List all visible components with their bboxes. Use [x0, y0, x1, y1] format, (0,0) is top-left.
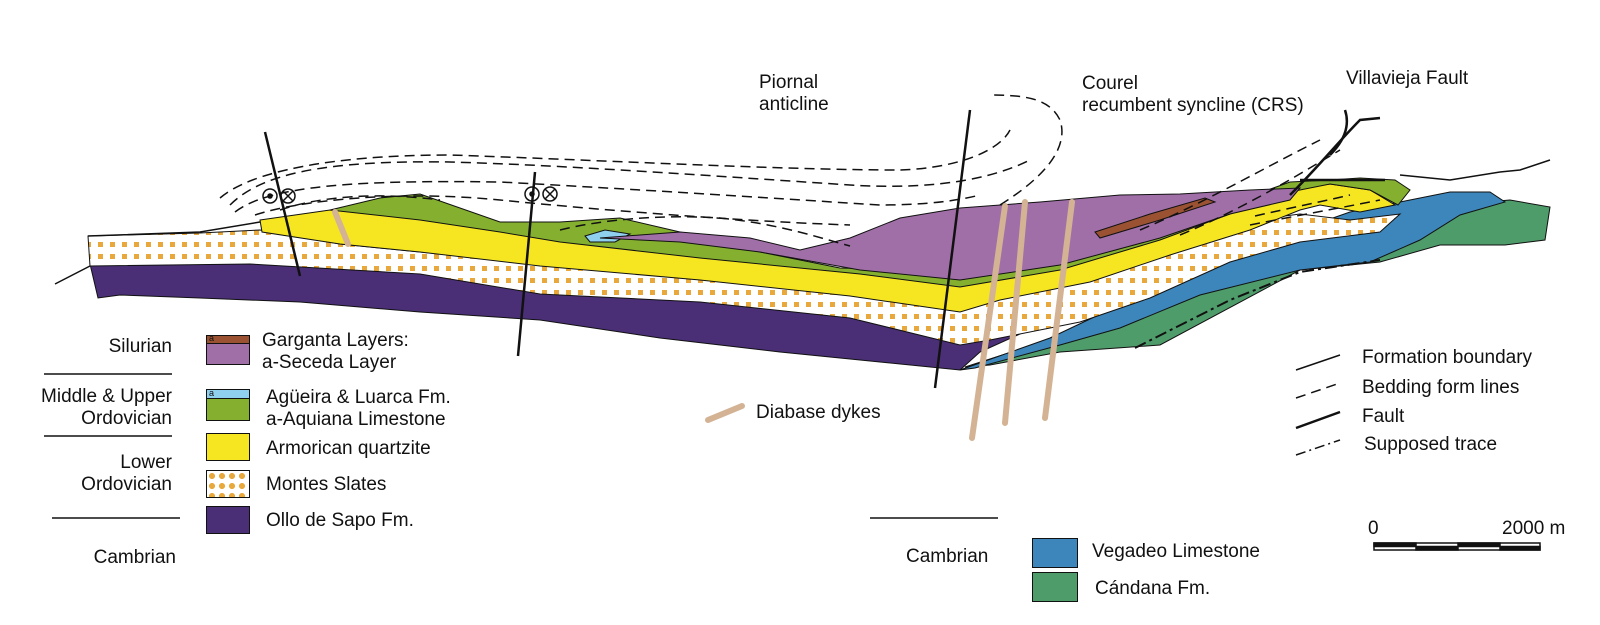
- fault-motion-symbols: [262, 186, 558, 204]
- unit-ollo-label: Ollo de Sapo Fm.: [266, 510, 414, 531]
- bedding-form-lines-label: Bedding form lines: [1362, 377, 1520, 398]
- bedding-form-lines: [219, 94, 1381, 247]
- scale-end-label: 2000 m: [1502, 518, 1566, 539]
- line-legend-samples: [705, 354, 1341, 456]
- bedding-form-sample: [1295, 382, 1341, 399]
- scale-bar: [1373, 542, 1541, 551]
- swatch-garganta: a: [206, 333, 250, 365]
- age-lower-ordovician: Lower Ordovician: [81, 452, 172, 495]
- piornal-anticline-label: Piornal anticline: [759, 72, 829, 115]
- age-silurian: Silurian: [108, 336, 172, 357]
- swatch-aquiana-strip: a: [207, 388, 249, 399]
- courel-syncline-label: Courel recumbent syncline (CRS): [1082, 73, 1304, 116]
- diabase-sample: [705, 403, 745, 423]
- formation-boundary-sample: [1295, 354, 1341, 371]
- supposed-trace-label: Supposed trace: [1364, 434, 1498, 455]
- supposed-trace-sample: [1295, 439, 1341, 456]
- formation-boundary-label: Formation boundary: [1362, 347, 1533, 368]
- scale-start-label: 0: [1368, 518, 1379, 539]
- unit-candana-label: Cándana Fm.: [1095, 578, 1211, 599]
- villavieja-fault: [1289, 116, 1381, 196]
- age-middle-upper-ordovician: Middle & Upper Ordovician: [41, 386, 172, 429]
- unit-agueira-label: Agüeira & Luarca Fm. a-Aquiana Limestone: [266, 387, 451, 430]
- seceda-layer-unit: [1094, 197, 1217, 239]
- diabase-dykes: [332, 199, 1075, 441]
- ground-surface-line: [54, 159, 1551, 285]
- age-cambrian-left: Cambrian: [93, 547, 176, 568]
- swatch-armorican: [206, 433, 250, 461]
- supposed-trace-line: [1134, 259, 1381, 349]
- fault-sample: [1295, 410, 1341, 430]
- unit-garganta-label: Garganta Layers: a-Seceda Layer: [262, 330, 409, 373]
- unit-armorican-label: Armorican quartzite: [266, 438, 431, 459]
- swatch-seceda-strip: a: [207, 333, 249, 344]
- swatch-agueira: a: [206, 388, 250, 421]
- swatch-ollo: [206, 506, 250, 534]
- unit-vegadeo-label: Vegadeo Limestone: [1092, 541, 1260, 562]
- fault-lines: [263, 109, 1385, 389]
- swatch-candana: [1032, 572, 1078, 602]
- unit-montes-label: Montes Slates: [266, 474, 387, 495]
- diabase-dykes-label: Diabase dykes: [756, 402, 881, 423]
- villavieja-fault-label: Villavieja Fault: [1346, 68, 1469, 89]
- western-fault: [263, 131, 302, 277]
- fault-label: Fault: [1362, 406, 1405, 427]
- legend-separators: [44, 373, 998, 519]
- silurian-garganta-unit: [599, 187, 1302, 281]
- swatch-vegadeo: [1032, 538, 1078, 568]
- eastern-fault: [933, 109, 972, 389]
- swatch-montes: [206, 470, 250, 498]
- central-fault: [516, 171, 537, 357]
- age-cambrian-right: Cambrian: [906, 546, 989, 567]
